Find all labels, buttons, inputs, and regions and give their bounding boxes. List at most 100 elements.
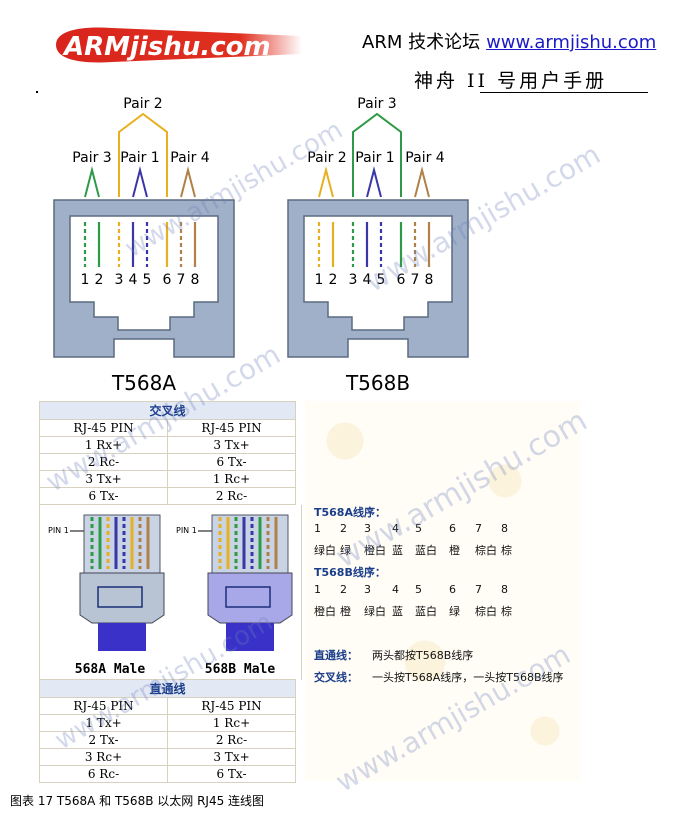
straight-note-label: 直通线： [314,649,358,662]
forum-label: ARM 技术论坛 [362,32,481,53]
table-cell: 6 Tx- [167,765,296,783]
t568b-pair-right-label: Pair 4 [405,150,444,166]
t568a-pin-4: 4 [129,272,138,288]
rj45-jack-diagrams: Pair 2 Pair 3 Pair 1 Pair 4 1 2 3 4 5 [53,96,469,395]
t568b-seq-number-7: 7 [475,583,482,596]
table-row: 6 Tx-2 Rc- [39,487,296,505]
plug-568b: PIN 1 568B Male [176,514,293,677]
t568b-pair-mid-label: Pair 1 [355,150,394,166]
figure-caption: 图表 17 T568A 和 T568B 以太网 RJ45 连线图 [10,794,265,808]
cross-note-label: 交叉线： [314,671,358,684]
table-cell: 3 Tx+ [39,470,168,488]
t568a-pair-left-label: Pair 3 [72,150,111,166]
t568a-seq-color-5: 蓝白 [415,544,437,557]
table-row: 2 Tx-2 Rc- [39,731,296,749]
table-row: 2 Rc-6 Tx- [39,453,296,471]
t568a-diagram: Pair 2 Pair 3 Pair 1 Pair 4 1 2 3 4 5 [53,96,235,395]
table-header: RJ-45 PIN [167,697,296,715]
table-cell: 2 Rc- [39,453,168,471]
t568b-seq-number-8: 8 [501,583,508,596]
t568b-seq-number-5: 5 [415,583,422,596]
plug-568b-label: 568B Male [205,662,276,677]
armjishu-logo: ARMjishu.com [56,27,302,63]
t568b-pin-5: 5 [377,272,386,288]
t568a-sequence-label: T568A线序： [314,506,386,519]
t568a-seq-color-6: 橙 [449,544,460,557]
t568a-seq-number-8: 8 [501,522,508,535]
table-cell: 2 Tx- [39,731,168,749]
t568a-seq-number-7: 7 [475,522,482,535]
t568b-seq-number-3: 3 [364,583,371,596]
table-cell: 1 Rc+ [167,470,296,488]
pin1-label-left: PIN 1 [48,526,69,535]
t568b-label: T568B [345,371,410,395]
table-cell: 1 Rc+ [167,714,296,732]
t568a-seq-number-6: 6 [449,522,456,535]
logo-text: ARMjishu.com [62,32,271,62]
table-cell: 3 Tx+ [167,436,296,454]
t568b-seq-number-1: 1 [314,583,321,596]
straight-title: 直通线 [39,679,296,698]
table-cell: 6 Tx- [167,453,296,471]
plug-568a-label: 568A Male [75,662,146,677]
table-row: 1 Tx+1 Rc+ [39,714,296,732]
table-row: 3 Rc+3 Tx+ [39,748,296,766]
table-cell: 2 Rc- [167,487,296,505]
t568a-seq-color-4: 蓝 [392,544,403,557]
t568a-seq-color-2: 绿 [340,544,351,557]
t568b-seq-color-6: 绿 [449,605,460,618]
table-row: 6 Rc-6 Tx- [39,765,296,783]
table-cell: 6 Tx- [39,487,168,505]
t568b-pin-8: 8 [425,272,434,288]
t568a-seq-number-5: 5 [415,522,422,535]
t568b-pin-4: 4 [363,272,372,288]
table-cell: 3 Rc+ [39,748,168,766]
forum-url-link[interactable]: www.armjishu.com [486,32,657,53]
t568b-pin-7: 7 [411,272,420,288]
t568b-seq-number-6: 6 [449,583,456,596]
t568a-pin-8: 8 [191,272,200,288]
t568b-seq-color-2: 橙 [340,605,351,618]
t568b-pair-top-label: Pair 3 [357,96,396,112]
rj45-plugs: PIN 1 568A Male PIN 1 [39,505,302,680]
table-row: 1 Rx+3 Tx+ [39,436,296,454]
wiring-sequence-panel [305,401,580,781]
t568b-seq-color-7: 棕白 [475,605,497,618]
table-header: RJ-45 PIN [39,419,168,437]
t568a-pin-5: 5 [143,272,152,288]
table-cell: 6 Rc- [39,765,168,783]
t568b-seq-color-5: 蓝白 [415,605,437,618]
t568a-pin-2: 2 [95,272,104,288]
t568a-label: T568A [111,371,176,395]
crossover-title: 交叉线 [39,401,296,420]
t568b-pin-1: 1 [315,272,324,288]
t568b-seq-color-4: 蓝 [392,605,403,618]
stray-dot [36,91,38,93]
table-cell: 3 Tx+ [167,748,296,766]
t568b-pair-left-label: Pair 2 [307,150,346,166]
table-cell: 2 Rc- [167,731,296,749]
t568b-seq-color-3: 绿白 [364,605,386,618]
t568a-seq-color-7: 棕白 [475,544,497,557]
t568a-seq-number-4: 4 [392,522,399,535]
plug-568a: PIN 1 568A Male [48,514,165,677]
table-cell: 1 Tx+ [39,714,168,732]
t568a-seq-number-2: 2 [340,522,347,535]
t568b-seq-color-8: 棕 [501,605,512,618]
t568a-pair-right-label: Pair 4 [170,150,209,166]
t568a-pair-top-label: Pair 2 [123,96,162,112]
t568a-pin-1: 1 [81,272,90,288]
table-header: RJ-45 PIN [39,697,168,715]
t568b-pin-6: 6 [397,272,406,288]
t568b-sequence-label: T568B线序： [314,566,386,579]
t568a-pin-7: 7 [177,272,186,288]
t568b-pin-3: 3 [349,272,358,288]
header-underline [480,92,648,93]
t568a-seq-color-1: 绿白 [314,544,336,557]
t568a-pin-6: 6 [163,272,172,288]
table-header: RJ-45 PIN [167,419,296,437]
table-row: 3 Tx+1 Rc+ [39,470,296,488]
